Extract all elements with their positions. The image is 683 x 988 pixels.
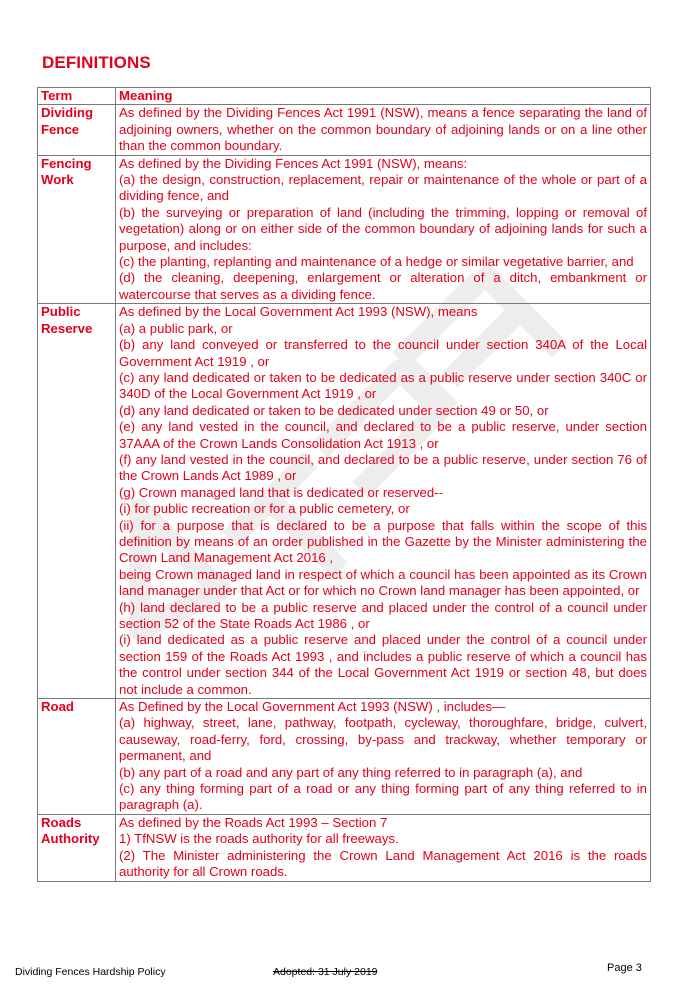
meaning-paragraph: As defined by the Dividing Fences Act 19… — [119, 105, 647, 154]
meaning-paragraph: being Crown managed land in respect of w… — [119, 566, 647, 599]
meaning-paragraph: (b) the surveying or preparation of land… — [119, 204, 647, 253]
meaning-paragraph: (f) any land vested in the council, and … — [119, 451, 647, 484]
term-column-header: Term — [37, 86, 116, 106]
definition-term: Dividing Fence — [37, 104, 116, 156]
footer-page-number: Page 3 — [607, 962, 642, 974]
meaning-paragraph: (b) any land conveyed or transferred to … — [119, 337, 647, 369]
footer-adopted-date: Adopted: 31 July 2019 — [273, 966, 378, 978]
meaning-paragraph: As defined by the Dividing Fences Act 19… — [119, 155, 468, 171]
meaning-paragraph: (c) the planting, replanting and mainten… — [119, 254, 634, 270]
meaning-paragraph: As defined by the Local Government Act 1… — [119, 304, 478, 320]
definition-term: Roads Authority — [37, 813, 116, 882]
page-heading: DEFINITIONS — [42, 53, 151, 72]
meaning-paragraph: (b) any part of a road and any part of a… — [119, 764, 583, 780]
meaning-paragraph: (e) any land vested in the council, and … — [119, 419, 647, 451]
footer-policy-title: Dividing Fences Hardship Policy — [15, 966, 166, 978]
meaning-paragraph: (a) the design, construction, replacemen… — [119, 172, 647, 204]
meaning-paragraph: (d) any land dedicated or taken to be de… — [119, 402, 549, 418]
meaning-paragraph: (c) any land dedicated or taken to be de… — [119, 369, 647, 402]
meaning-paragraph: (i) land dedicated as a public reserve a… — [119, 632, 647, 697]
definition-meaning: As defined by the Roads Act 1993 – Secti… — [115, 813, 651, 882]
meaning-paragraph: As Defined by the Local Government Act 1… — [119, 699, 506, 715]
meaning-paragraph: (c) any thing forming part of a road or … — [119, 781, 647, 813]
meaning-paragraph: As defined by the Roads Act 1993 – Secti… — [119, 814, 388, 830]
definition-meaning: As defined by the Dividing Fences Act 19… — [115, 104, 651, 156]
definition-meaning: As Defined by the Local Government Act 1… — [115, 698, 651, 815]
meaning-paragraph: (ii) for a purpose that is declared to b… — [119, 517, 647, 566]
definition-term: Road — [37, 698, 116, 815]
meaning-paragraph: (d) the cleaning, deepening, enlargement… — [119, 270, 647, 302]
meaning-column-header: Meaning — [115, 86, 651, 106]
meaning-paragraph: (h) land declared to be a public reserve… — [119, 599, 647, 631]
meaning-paragraph: (2) The Minister administering the Crown… — [119, 847, 647, 880]
meaning-paragraph: (g) Crown managed land that is dedicated… — [119, 484, 443, 500]
meaning-paragraph: 1) TfNSW is the roads authority for all … — [119, 831, 399, 847]
definition-meaning: As defined by the Dividing Fences Act 19… — [115, 154, 651, 305]
definition-term: Public Reserve — [37, 303, 116, 700]
table-header-row: Term Meaning — [37, 86, 651, 106]
meaning-paragraph: (a) a public park, or — [119, 320, 233, 336]
meaning-paragraph: (a) highway, street, lane, pathway, foot… — [119, 715, 647, 764]
definition-meaning: As defined by the Local Government Act 1… — [115, 303, 651, 700]
meaning-paragraph: (i) for public recreation or for a publi… — [119, 501, 410, 517]
definition-term: Fencing Work — [37, 154, 116, 305]
